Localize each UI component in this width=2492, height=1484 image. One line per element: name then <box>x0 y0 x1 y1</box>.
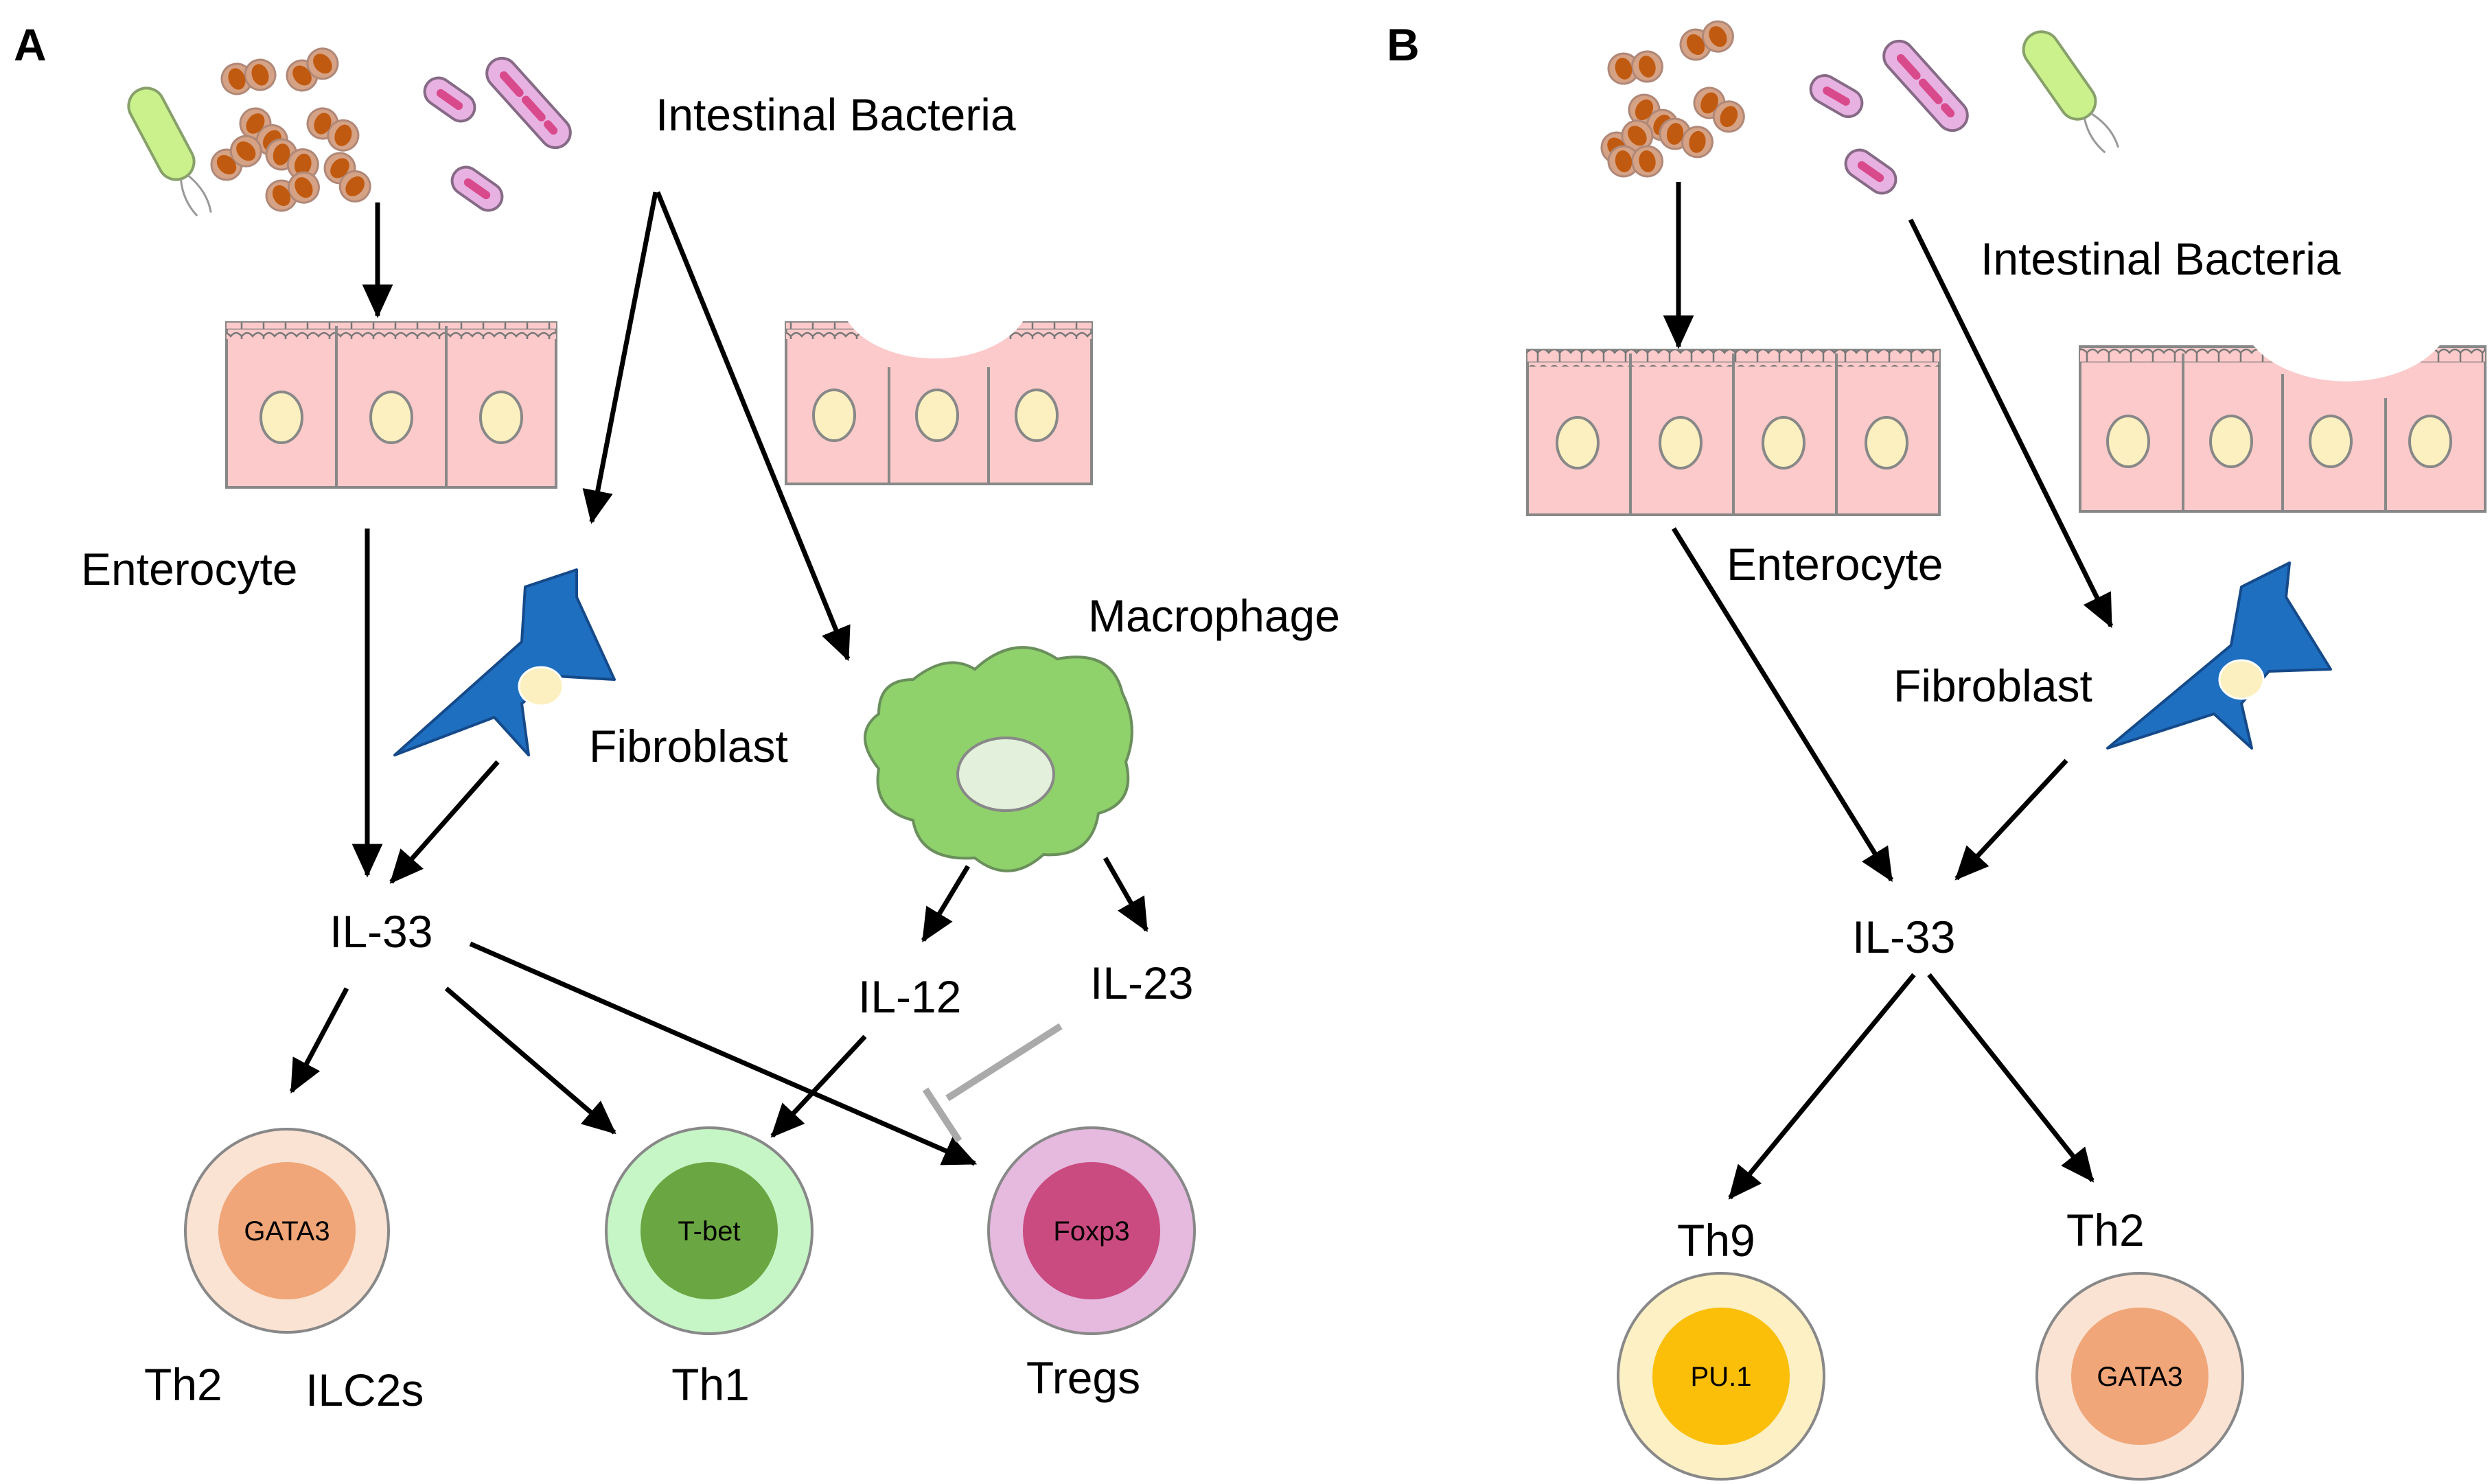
il33-label-b: IL-33 <box>1852 912 1955 962</box>
enterocyte-layer-a <box>225 321 557 489</box>
fibroblast-label-b: Fibroblast <box>1893 660 2092 711</box>
tregs-label-a: Tregs <box>1026 1352 1140 1403</box>
th9-label-b: Th9 <box>1677 1215 1755 1266</box>
foxp3-cell-a: Foxp3 <box>987 1126 1196 1335</box>
enterocyte-layer-b <box>1526 349 1941 516</box>
ilc2s-label-a: ILC2s <box>305 1365 424 1415</box>
pu1-cell-b: PU.1 <box>1617 1272 1825 1481</box>
tbet-label-a: T-bet <box>678 1216 740 1247</box>
fibroblast-b <box>2106 561 2332 750</box>
bacteria-cluster-b <box>1594 11 2129 198</box>
th2-label-a: Th2 <box>144 1359 222 1410</box>
gata3-label-a: GATA3 <box>244 1216 330 1247</box>
damaged-epithelium-a <box>785 321 1093 485</box>
pu1-label-b: PU.1 <box>1691 1362 1752 1392</box>
damaged-epithelium-b <box>2079 345 2487 513</box>
fibroblast-a <box>393 568 616 756</box>
enterocyte-label-b: Enterocyte <box>1727 539 1943 590</box>
foxp3-label-a: Foxp3 <box>1053 1216 1129 1247</box>
arrows-b <box>1663 182 2114 1200</box>
il33-label-a: IL-33 <box>330 906 432 957</box>
il23-label-a: IL-23 <box>1090 958 1193 1008</box>
bacteria-label-b: Intestinal Bacteria <box>1981 233 2341 284</box>
bacteria-cluster-a <box>122 38 577 224</box>
gata3-label-b: GATA3 <box>2097 1362 2182 1392</box>
th1-label-a: Th1 <box>671 1359 750 1410</box>
arrows-a <box>289 191 1149 1166</box>
fibroblast-label-a: Fibroblast <box>589 721 788 772</box>
il12-label-a: IL-12 <box>858 971 961 1022</box>
macrophage-a <box>864 646 1133 872</box>
bacteria-label-a: Intestinal Bacteria <box>656 89 1016 140</box>
gata3-cell-a: GATA3 <box>184 1128 390 1334</box>
enterocyte-label-a: Enterocyte <box>81 544 298 594</box>
tbet-cell-a: T-bet <box>605 1126 814 1335</box>
macrophage-label-a: Macrophage <box>1088 590 1340 641</box>
panel-b-letter: B <box>1387 19 1420 70</box>
gata3-cell-b: GATA3 <box>2035 1272 2244 1481</box>
th2-label-b: Th2 <box>2066 1205 2145 1255</box>
panel-a-letter: A <box>14 19 47 70</box>
inhibition-marker-a <box>922 1023 1063 1143</box>
